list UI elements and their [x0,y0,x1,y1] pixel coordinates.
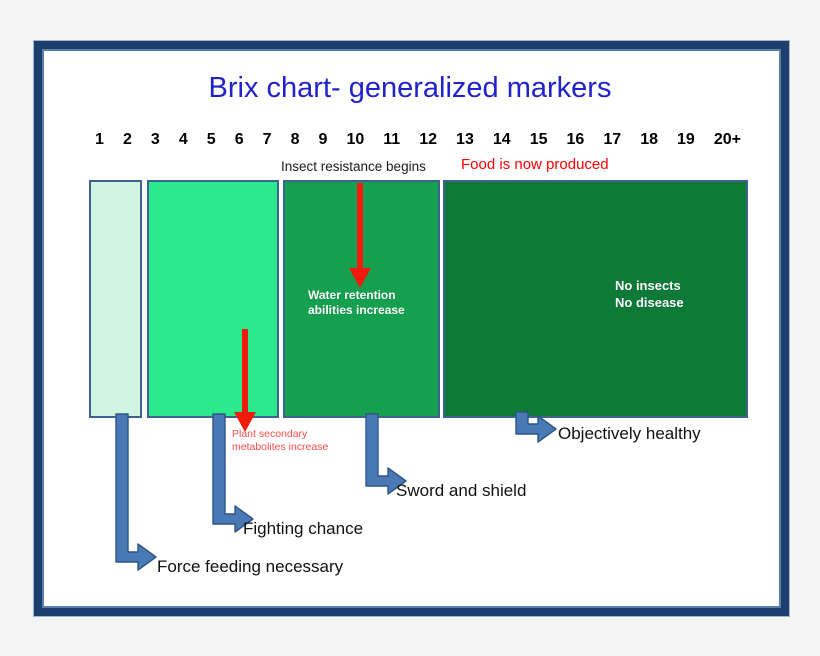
brix-band-3-7 [147,180,279,418]
scale-number: 8 [290,131,300,148]
band-label-line: No insects [615,278,681,293]
elbow-arrow-force-feeding [115,413,157,571]
band-label-no-insects: No insects No disease [615,277,684,311]
scale-number: 17 [603,131,622,148]
annotation-line: metabolites increase [232,441,329,453]
brix-scale-row: 1 2 3 4 5 6 7 8 9 10 11 12 13 14 15 16 1… [95,131,741,149]
brix-band-1-2 [89,180,142,418]
scale-number: 14 [492,131,511,148]
scale-number: 11 [383,131,401,148]
elbow-arrow-objectively-healthy [515,411,557,443]
brix-band-13-20 [443,180,748,418]
scale-number: 13 [456,131,474,148]
arrow-head [349,268,371,288]
band-label-line: No disease [615,295,684,310]
scale-number: 7 [262,131,272,148]
band-label-line: abilities increase [308,303,405,317]
page-title: Brix chart- generalized markers [208,72,612,104]
annotation-line: Plant secondary [232,428,308,440]
callout-fighting-chance: Fighting chance [243,519,364,538]
band-label-water-retention: Water retention abilities increase [308,288,405,318]
scale-number: 18 [640,131,658,148]
scale-number: 12 [419,131,438,148]
arrow-shaft [357,183,363,271]
callout-objectively-healthy: Objectively healthy [558,424,701,443]
red-down-arrow-water-retention [348,183,372,289]
elbow-arrow-fighting-chance [212,413,254,533]
annotation-insect-resistance: Insect resistance begins [281,159,426,174]
scale-number: 1 [95,131,104,148]
arrow-head [234,412,256,432]
callout-force-feeding: Force feeding necessary [157,557,344,576]
scale-number: 3 [150,131,160,148]
scale-number: 16 [566,131,585,148]
annotation-plant-metabolites: Plant secondary metabolites increase [232,428,328,454]
band-label-line: Water retention [308,288,396,302]
scale-number: 15 [529,131,548,148]
arrow-shaft [242,329,248,415]
annotation-food-produced: Food is now produced [461,156,609,173]
callout-sword-and-shield: Sword and shield [396,481,527,500]
elbow-arrow-sword-and-shield [365,413,407,495]
scale-number: 19 [677,131,695,148]
scale-number: 2 [122,131,132,148]
red-down-arrow-plant-metabolites [233,329,257,433]
scale-number: 6 [234,131,244,148]
scale-number: 10 [346,131,365,148]
scale-number: 9 [318,131,328,148]
scale-number: 5 [206,131,216,148]
scale-number: 20+ [713,131,741,148]
scale-number: 4 [178,131,188,148]
